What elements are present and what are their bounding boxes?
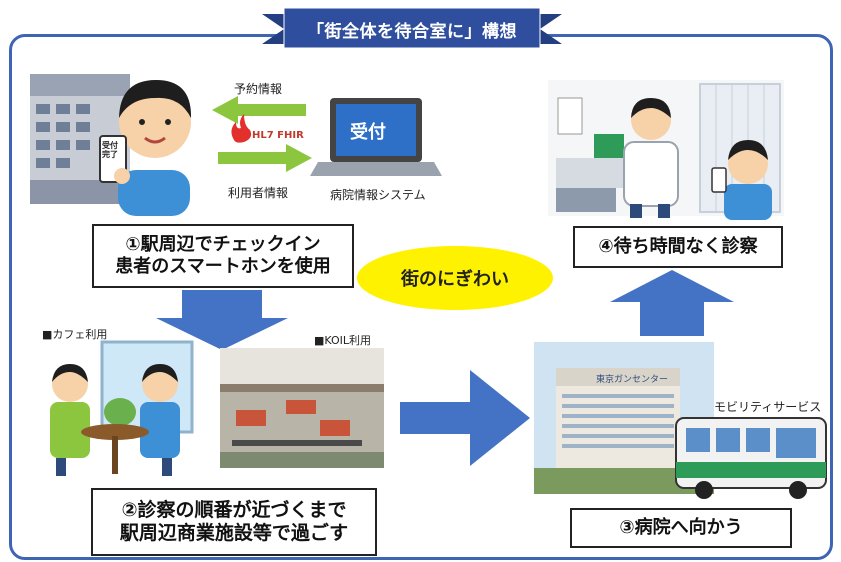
- hospital-building-photo: [534, 342, 714, 494]
- hl7-fhir-label: HL7 FHIR: [252, 130, 304, 141]
- arrow-left-green: [212, 96, 306, 124]
- coworking-office-photo: [220, 348, 384, 468]
- hospital-system-label: 病院情報システム: [330, 188, 426, 202]
- laptop-icon: [310, 98, 442, 176]
- reception-label: 受付: [350, 122, 386, 143]
- hospital-sign-label: 東京ガンセンター: [596, 375, 669, 385]
- cafe-use-label: ■カフェ利用: [42, 328, 108, 341]
- step3-line1: ③病院へ向かう: [619, 517, 743, 539]
- phone-screen-text: 受付完了: [102, 141, 118, 159]
- step2-line2: 駅周辺商業施設等で過ごす: [119, 522, 349, 544]
- patient-icon: [711, 140, 772, 220]
- cafe-people-icon: [50, 340, 194, 476]
- arrow-right-big: [400, 370, 530, 466]
- reservation-info-label: 予約情報: [234, 82, 283, 96]
- station-building-icon: [30, 74, 130, 204]
- step1-line2: 患者のスマートホンを使用: [115, 256, 331, 277]
- hl7-flame-icon: [231, 114, 252, 143]
- koil-use-label: ■KOIL利用: [314, 334, 372, 347]
- step4-line1: ④待ち時間なく診察: [598, 236, 758, 258]
- center-ellipse-shape: [357, 246, 553, 310]
- arrow-up: [610, 270, 734, 336]
- bus-icon: [675, 417, 827, 499]
- center-ellipse-text: 街のにぎわい: [401, 269, 509, 290]
- user-info-label: 利用者情報: [228, 186, 289, 200]
- step2-box: ②診察の順番が近づくまで 駅周辺商業施設等で過ごす: [91, 488, 377, 556]
- arrow-right-green: [218, 144, 312, 172]
- step2-line1: ②診察の順番が近づくまで: [121, 499, 347, 522]
- person-with-phone-icon: [99, 80, 192, 216]
- doctor-icon: [623, 98, 679, 218]
- arrow-down-1: [156, 290, 288, 350]
- banner-title: 「街全体を待合室に」構想: [307, 21, 517, 42]
- data-flow-arrows: [212, 96, 312, 172]
- step4-box: ④待ち時間なく診察: [573, 226, 783, 268]
- banner-ribbon-shape: [262, 7, 562, 49]
- title-banner: 「街全体を待合室に」構想: [262, 6, 562, 52]
- step1-line1: ①駅周辺でチェックイン: [125, 234, 321, 256]
- mobility-service-label: モビリティサービス: [714, 400, 822, 414]
- step3-box: ③病院へ向かう: [570, 508, 792, 548]
- step1-box: ①駅周辺でチェックイン 患者のスマートホンを使用: [92, 224, 354, 288]
